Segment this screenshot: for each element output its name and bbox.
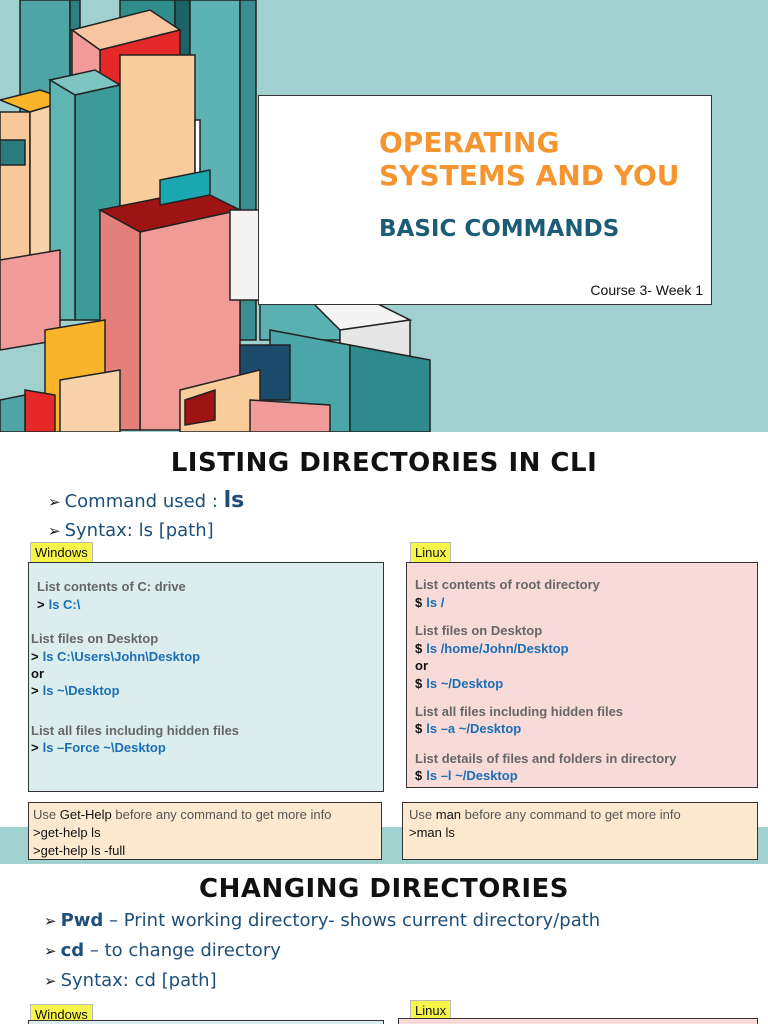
- note-line: Use man before any command to get more i…: [409, 807, 681, 822]
- ls-keyword: ls: [223, 488, 245, 513]
- caption: List details of files and folders in dir…: [415, 751, 677, 766]
- note-line: >man ls: [409, 825, 455, 840]
- bullet-syntax: ➢Syntax: cd [path]: [44, 970, 217, 991]
- linux-tag: Linux: [410, 542, 452, 563]
- command: >ls –Force ~\Desktop: [31, 740, 166, 755]
- note-line: Use Get-Help before any command to get m…: [33, 807, 332, 822]
- deck-subtitle: BASIC COMMANDS: [379, 216, 620, 242]
- slide-title: CHANGING DIRECTORIES: [198, 874, 570, 904]
- arrow-bullet-icon: ➢: [44, 942, 57, 960]
- note-line: >get-help ls: [33, 825, 101, 840]
- command: $ls –l ~/Desktop: [415, 768, 518, 783]
- course-label: Course 3- Week 1: [590, 282, 703, 298]
- caption: List files on Desktop: [415, 623, 543, 638]
- caption: List contents of C: drive: [37, 579, 186, 594]
- bullet-syntax: ➢Syntax: ls [path]: [48, 520, 214, 541]
- command: $ls /: [415, 595, 445, 610]
- command: >ls ~\Desktop: [31, 683, 120, 698]
- linux-tag: Linux: [410, 1000, 452, 1021]
- windows-examples-box: [28, 1020, 384, 1024]
- deck-title: OPERATING SYSTEMS AND YOU: [379, 126, 680, 192]
- arrow-bullet-icon: ➢: [48, 522, 61, 540]
- title-slide: OPERATING SYSTEMS AND YOU BASIC COMMANDS…: [0, 0, 768, 432]
- caption: List files on Desktop: [31, 631, 159, 646]
- or-label: or: [31, 666, 44, 681]
- linux-examples-box: [398, 1018, 758, 1024]
- caption: List all files including hidden files: [415, 704, 624, 719]
- windows-help-note: Use Get-Help before any command to get m…: [28, 802, 382, 860]
- bullet-command-used: ➢Command used : ls: [48, 488, 245, 513]
- changing-directories-slide: CHANGING DIRECTORIES ➢Pwd – Print workin…: [0, 864, 768, 1024]
- windows-tag: Windows: [30, 1004, 93, 1024]
- slide-title: LISTING DIRECTORIES IN CLI: [170, 448, 598, 478]
- linux-help-note: Use man before any command to get more i…: [402, 802, 758, 860]
- title-card: OPERATING SYSTEMS AND YOU BASIC COMMANDS…: [258, 95, 712, 305]
- bullet-pwd: ➢Pwd – Print working directory- shows cu…: [44, 910, 601, 931]
- caption: List contents of root directory: [415, 577, 600, 592]
- command: >ls C:\: [37, 597, 81, 612]
- arrow-bullet-icon: ➢: [48, 493, 61, 511]
- caption: List all files including hidden files: [31, 723, 240, 738]
- listing-directories-slide: LISTING DIRECTORIES IN CLI ➢Command used…: [0, 432, 768, 864]
- linux-examples-box: List contents of root directory $ls / Li…: [406, 562, 758, 788]
- note-line: >get-help ls -full: [33, 843, 126, 858]
- arrow-bullet-icon: ➢: [44, 972, 57, 990]
- command: >ls C:\Users\John\Desktop: [31, 649, 201, 664]
- command: $ls ~/Desktop: [415, 676, 504, 691]
- command: $ls /home/John/Desktop: [415, 641, 569, 656]
- arrow-bullet-icon: ➢: [44, 912, 57, 930]
- bullet-cd: ➢cd – to change directory: [44, 940, 281, 961]
- windows-tag: Windows: [30, 542, 93, 563]
- or-label: or: [415, 658, 428, 673]
- command: $ls –a ~/Desktop: [415, 721, 522, 736]
- windows-examples-box: List contents of C: drive >ls C:\ List f…: [28, 562, 384, 792]
